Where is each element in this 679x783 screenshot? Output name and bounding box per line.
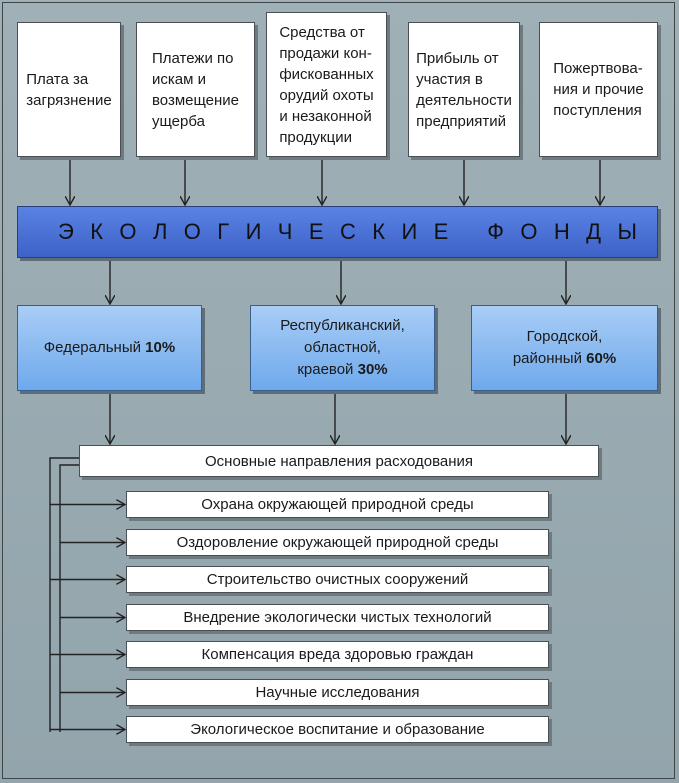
direction-box-2: Оздоровление окружающей природной среды: [126, 529, 549, 556]
title-letter: Ы: [617, 219, 637, 244]
source-line: продажи кон-: [279, 44, 372, 62]
source-box-5: Пожертвова-ния и прочие поступления: [539, 22, 658, 157]
fund-level-box-2: Республиканский, областной, краевой 30%: [250, 305, 435, 391]
source-line: деятельности: [416, 91, 512, 109]
title-letter: Ч: [277, 219, 293, 244]
source-line: Прибыль от: [416, 49, 499, 67]
direction-box-6: Научные исследования: [126, 679, 549, 706]
source-line: фискованных: [279, 65, 374, 83]
title-letter: С: [339, 219, 356, 244]
source-box-4: Прибыль от участия в деятельности предприят…: [408, 22, 520, 157]
level-percent: 10%: [145, 339, 176, 356]
level-line: районный 60%: [513, 348, 616, 370]
level-label: областной,: [304, 339, 381, 356]
source-line: ния и прочие: [553, 81, 644, 98]
title-letter: К: [372, 219, 386, 244]
source-line: загрязнение: [26, 91, 112, 109]
title-letter: О: [183, 219, 201, 244]
direction-box-4: Внедрение экологически чистых технологий: [126, 604, 549, 631]
level-line: краевой 30%: [280, 359, 405, 381]
source-line: возмещение: [151, 91, 240, 109]
source-line: Пожертвова-: [553, 60, 643, 77]
direction-label: Оздоровление окружающей природной среды: [176, 534, 499, 551]
direction-label: Научные исследования: [255, 684, 420, 701]
source-text: Пожертвова-ния и прочие поступления: [553, 58, 644, 121]
level-label: краевой: [297, 361, 354, 378]
level-label: Республиканский,: [280, 317, 405, 334]
title-letter: Э: [58, 219, 74, 244]
title-letter: К: [90, 219, 104, 244]
title-letter: Н: [553, 219, 570, 244]
source-line: предприятий: [416, 112, 506, 130]
direction-label: Экологическое воспитание и образование: [190, 721, 485, 738]
title-letter: Л: [152, 219, 168, 244]
direction-label: Охрана окружающей природной среды: [201, 496, 474, 513]
fund-level-box-3: Городской, районный 60%: [471, 305, 658, 391]
source-line: Плата за: [26, 70, 89, 88]
title-letter: Г: [217, 219, 230, 244]
source-line: искам и: [151, 70, 206, 88]
direction-label: Компенсация вреда здоровью граждан: [201, 646, 474, 663]
level-line: Федеральный 10%: [44, 337, 175, 359]
title-letter: И: [401, 219, 418, 244]
bracket-outer: [49, 457, 80, 732]
source-line: и незаконной: [279, 107, 372, 125]
source-text: Средства от продажи кон-фискованных орудий…: [279, 22, 373, 148]
source-line: участия в: [416, 70, 483, 88]
main-directions-label: Основные направления расходования: [205, 452, 473, 470]
source-line: Средства от: [279, 23, 365, 41]
source-line: орудий охоты: [279, 86, 374, 104]
source-box-1: Плата за загрязнение: [17, 22, 121, 157]
level-label: районный: [512, 350, 582, 367]
source-line: Платежи по: [151, 49, 234, 67]
title-letter: О: [119, 219, 137, 244]
title-letter: Ф: [487, 219, 504, 244]
level-label: Городской,: [526, 328, 603, 345]
level-percent: 60%: [586, 350, 617, 367]
source-line: ущерба: [151, 112, 205, 130]
title-letter: И: [245, 219, 262, 244]
level-line: Городской,: [513, 326, 616, 348]
source-text: Платежи по искам и возмещение ущерба: [152, 48, 239, 132]
source-text: Плата за загрязнение: [26, 69, 112, 111]
fund-level-box-1: Федеральный 10%: [17, 305, 202, 391]
title-letter: Е: [433, 219, 449, 244]
level-line: областной,: [280, 337, 405, 359]
title-letter: Е: [308, 219, 324, 244]
direction-box-5: Компенсация вреда здоровью граждан: [126, 641, 549, 668]
direction-label: Строительство очистных сооружений: [206, 571, 469, 588]
source-box-2: Платежи по искам и возмещение ущерба: [136, 22, 255, 157]
source-text: Прибыль от участия в деятельности предприят…: [416, 48, 512, 132]
direction-box-3: Строительство очистных сооружений: [126, 566, 549, 593]
title-gap: [465, 219, 471, 245]
level-percent: 30%: [357, 361, 388, 378]
level-label: Федеральный: [43, 339, 141, 356]
level-line: Республиканский,: [280, 315, 405, 337]
title-letter: О: [520, 219, 538, 244]
source-box-3: Средства от продажи кон-фискованных орудий…: [266, 12, 387, 157]
direction-label: Внедрение экологически чистых технологий: [183, 609, 492, 626]
source-line: поступления: [553, 102, 642, 119]
title-letter: Д: [586, 219, 602, 244]
source-line: продукции: [279, 128, 352, 146]
bracket-inner: [59, 464, 80, 732]
main-directions-box: Основные направления расходования: [79, 445, 599, 477]
direction-box-7: Экологическое воспитание и образование: [126, 716, 549, 743]
direction-box-1: Охрана окружающей природной среды: [126, 491, 549, 518]
